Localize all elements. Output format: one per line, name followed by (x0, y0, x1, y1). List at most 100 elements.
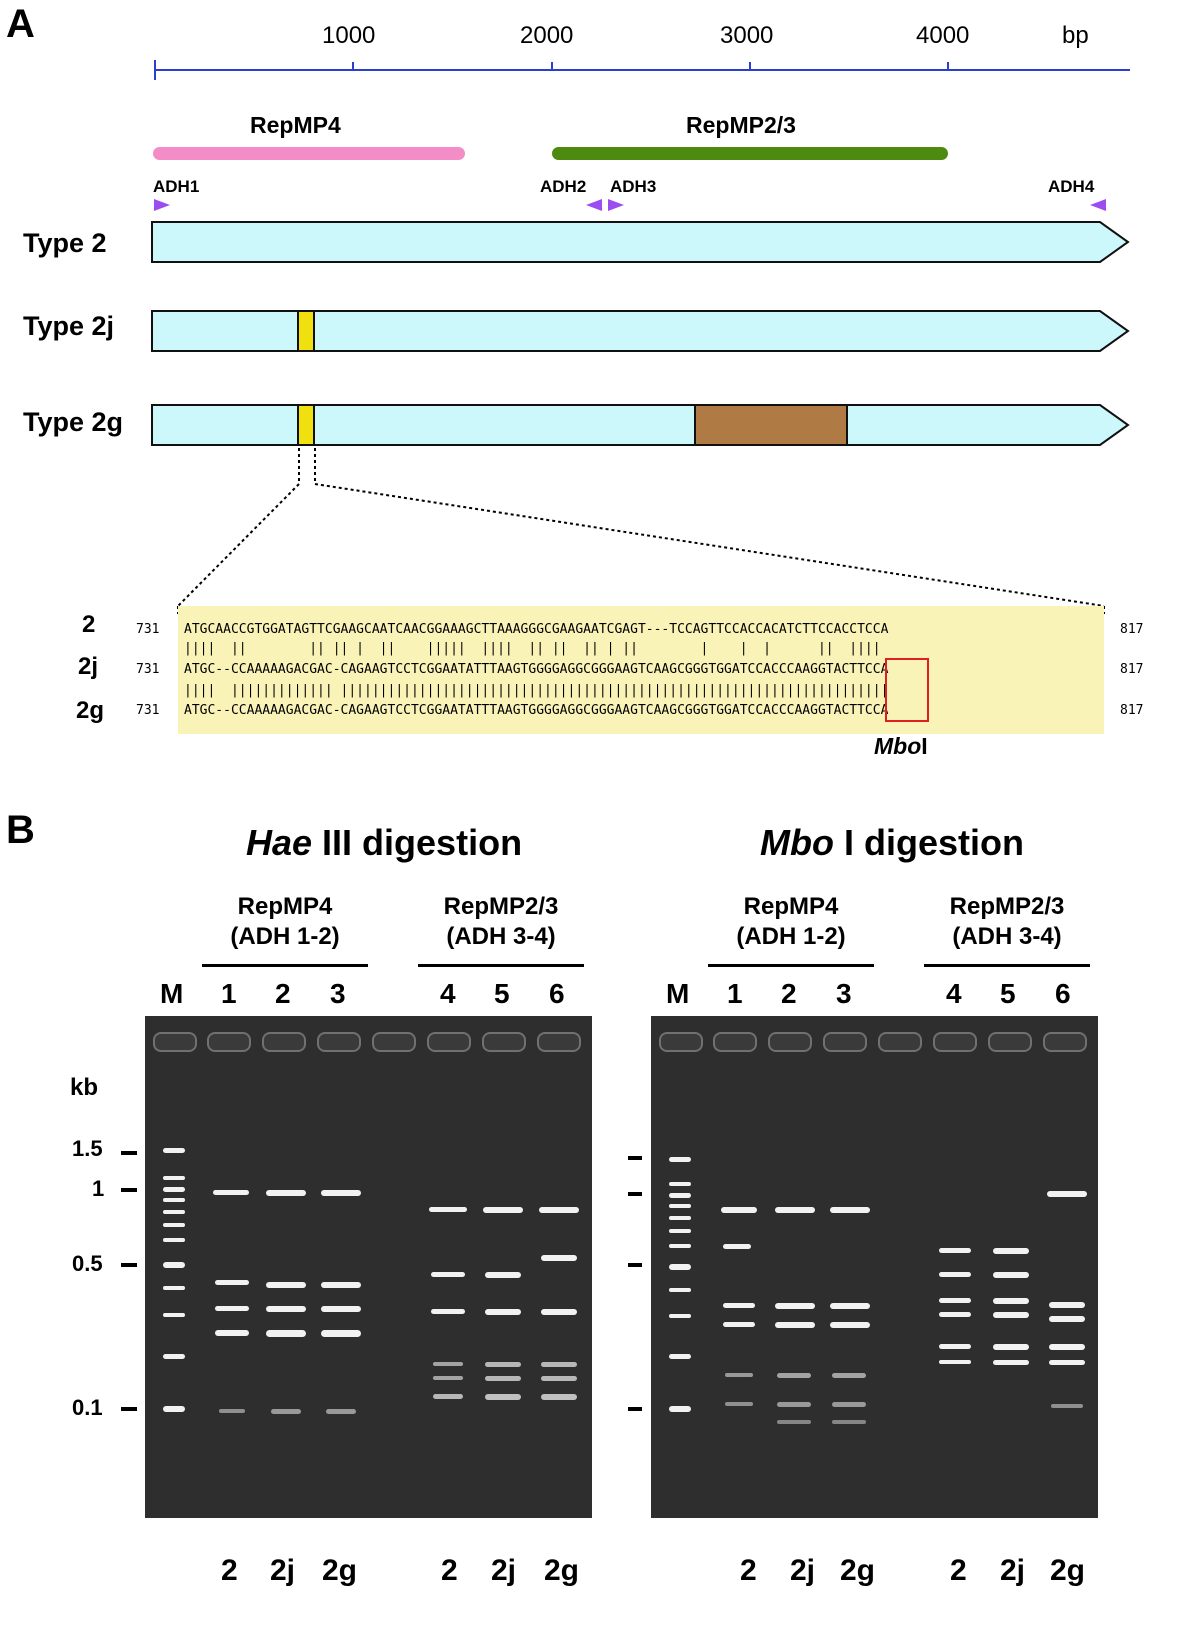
gel1-lane4-band (429, 1207, 467, 1212)
gel2-size-tick-0-1 (628, 1407, 642, 1411)
gel2-lane6-band (1049, 1316, 1085, 1322)
gel2-well (933, 1032, 977, 1052)
gel1-marker-band (163, 1210, 185, 1214)
gel2-group2-line1: RepMP2/3 (949, 893, 1065, 920)
gel1-bottom-label-lane5: 2j (491, 1554, 517, 1587)
gel2-lane4-band (939, 1272, 971, 1277)
gel2-lane-6: 6 (1055, 978, 1071, 1009)
gel1-lane2-band (266, 1190, 306, 1196)
gel2-lane2-band (775, 1322, 815, 1328)
gel1-well (537, 1032, 581, 1052)
gel2-image (651, 1016, 1098, 1518)
gel1-lane1-band (213, 1190, 249, 1195)
gel1-group2-underline (418, 964, 584, 967)
gel1-lane2-band (266, 1306, 306, 1312)
gel1-lane4-band (433, 1362, 463, 1366)
gel1-marker-band (163, 1187, 185, 1192)
type-2-arrow (151, 221, 1130, 263)
gel1-lane6-band (541, 1255, 577, 1261)
gel1-bottom-label-lane4: 2 (441, 1554, 458, 1587)
gel2-lane6-band (1049, 1302, 1085, 1308)
gel1-lane1-band (215, 1280, 249, 1285)
gel1-lane5-band (485, 1309, 521, 1315)
gel1-lane-6: 6 (549, 978, 565, 1009)
gel2-lane5-band (993, 1360, 1029, 1365)
gel1-lane5-band (483, 1207, 523, 1213)
zoom-connector-lines (177, 448, 1105, 614)
primer-adh4-icon (1090, 199, 1106, 211)
gel2-lane-4: 4 (946, 978, 962, 1009)
gel1-image (145, 1016, 592, 1518)
gel1-group1-label: RepMP4 (ADH 1-2) (200, 892, 370, 952)
gel2-lane2-band (777, 1420, 811, 1424)
gel2-lane4-band (939, 1312, 971, 1317)
alignment-end-2j: 817 (1120, 662, 1144, 677)
gel2-lane2-band (775, 1303, 815, 1309)
gel2-lane2-band (777, 1373, 811, 1378)
gel1-lane1-band (219, 1409, 245, 1413)
gel1-lane6-band (541, 1394, 577, 1400)
mboi-label-rest: I (921, 733, 928, 759)
type-2g-arrow (151, 404, 1130, 446)
size-mark-0-5: 0.5 (72, 1251, 103, 1276)
scale-tick-4000: 4000 (916, 22, 970, 49)
gel2-lane6-band (1051, 1404, 1083, 1408)
gel2-title: Mbo I digestion (760, 822, 1024, 864)
gel2-lane3-band (832, 1402, 866, 1407)
gel2-lane6-band (1049, 1344, 1085, 1350)
size-mark-1-5: 1.5 (72, 1136, 103, 1161)
gel1-lane-2: 2 (275, 978, 291, 1009)
gel1-lane-5: 5 (494, 978, 510, 1009)
gel1-marker-band (163, 1238, 185, 1242)
alignment-label-2g: 2g (76, 697, 105, 724)
gel1-bottom-label-lane2: 2j (270, 1554, 296, 1587)
gel1-lane3-band (321, 1330, 361, 1337)
gel1-lane5-band (485, 1272, 521, 1278)
primer-label-adh3: ADH3 (610, 177, 657, 196)
gel2-lane5-band (993, 1298, 1029, 1304)
gel2-lane-5: 5 (1000, 978, 1016, 1009)
gel2-lane3-band (832, 1420, 866, 1424)
gel1-lane5-band (485, 1376, 521, 1381)
gel2-lane3-band (830, 1207, 870, 1213)
gel2-lane6-band (1047, 1191, 1087, 1197)
gel2-lane4-band (939, 1360, 971, 1364)
size-tick-0-1 (121, 1407, 137, 1411)
gel2-lane5-band (993, 1248, 1029, 1254)
alignment-start-2j: 731 (136, 662, 160, 677)
type-2j-arrow (151, 310, 1130, 352)
gel1-lane1-band (215, 1306, 249, 1311)
gel2-lane2-band (775, 1207, 815, 1213)
alignment-label-2j: 2j (78, 653, 99, 680)
type-2g-insert-yellow (297, 404, 315, 446)
size-tick-1 (121, 1188, 137, 1192)
scale-tick-2000: 2000 (520, 22, 574, 49)
region-bar-repmp4 (153, 147, 465, 160)
primer-adh2-icon (586, 199, 602, 211)
gel1-lane-4: 4 (440, 978, 456, 1009)
primer-label-adh1: ADH1 (153, 177, 200, 196)
size-unit: kb (70, 1074, 99, 1101)
gel2-lane5-band (993, 1272, 1029, 1278)
type-2j-insert (297, 310, 315, 352)
gel2-lane2-band (777, 1402, 811, 1407)
gel2-lane-m: M (666, 978, 690, 1009)
gel2-well (768, 1032, 812, 1052)
gel1-lane-m: M (160, 978, 184, 1009)
gel2-well (823, 1032, 867, 1052)
gel2-well (659, 1032, 703, 1052)
scale-tick-1000: 1000 (322, 22, 376, 49)
gel1-marker-band (163, 1176, 185, 1180)
gel2-title-rest: I digestion (833, 822, 1024, 863)
gel2-lane1-band (723, 1303, 755, 1308)
primer-adh1-icon (154, 199, 170, 211)
gel2-marker-band (669, 1229, 691, 1233)
gel1-group2-line1: RepMP2/3 (443, 893, 559, 920)
gel2-marker-band (669, 1354, 691, 1359)
gel2-lane3-band (830, 1322, 870, 1328)
primer-label-adh4: ADH4 (1048, 177, 1095, 196)
region-label-repmp4: RepMP4 (250, 112, 341, 138)
alignment-match-2: |||| ||||||||||||| |||||||||||||||||||||… (184, 683, 889, 698)
gel2-group2-line2: (ADH 3-4) (952, 923, 1062, 950)
gel2-marker-band (669, 1264, 691, 1270)
